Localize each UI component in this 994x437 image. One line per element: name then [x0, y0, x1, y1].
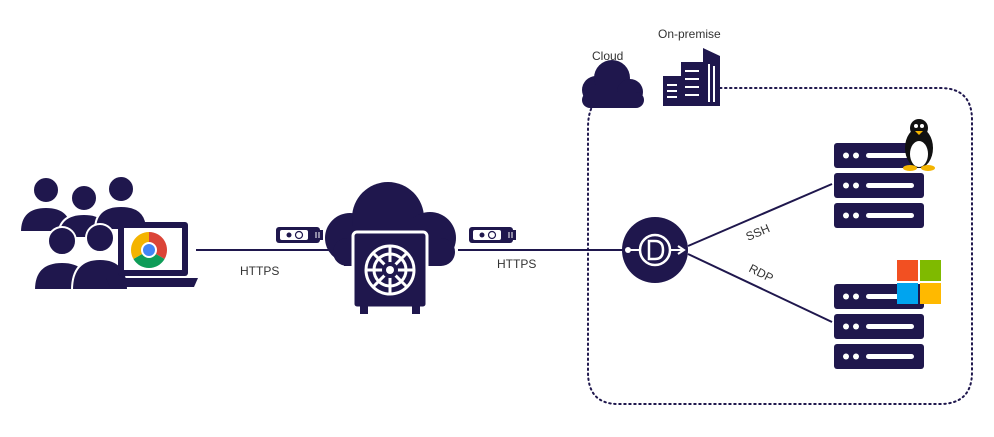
security-key-left [276, 227, 323, 243]
cloud-icon [582, 60, 644, 108]
connection-ssh [687, 183, 833, 247]
cloud-vault-icon [325, 182, 456, 314]
server-rack-icon [834, 314, 924, 339]
label-https-right: HTTPS [497, 257, 536, 271]
linux-penguin-icon [903, 119, 935, 171]
linux-server-stack [834, 143, 924, 228]
chrome-icon [130, 232, 168, 269]
label-ssh: SSH [744, 221, 772, 244]
label-on-premise: On-premise [658, 27, 721, 41]
connection-rdp [687, 253, 833, 323]
label-https-left: HTTPS [240, 264, 279, 278]
building-icon [663, 48, 720, 106]
server-rack-icon [834, 143, 924, 168]
users-group-icon [18, 175, 149, 291]
server-rack-icon [834, 344, 924, 369]
security-key-right [469, 227, 516, 243]
gateway-icon [622, 217, 688, 283]
server-rack-icon [834, 173, 924, 198]
windows-logo-icon [897, 260, 941, 304]
label-rdp: RDP [747, 261, 776, 285]
network-boundary [587, 87, 973, 405]
label-cloud: Cloud [592, 49, 623, 63]
server-rack-icon [834, 203, 924, 228]
